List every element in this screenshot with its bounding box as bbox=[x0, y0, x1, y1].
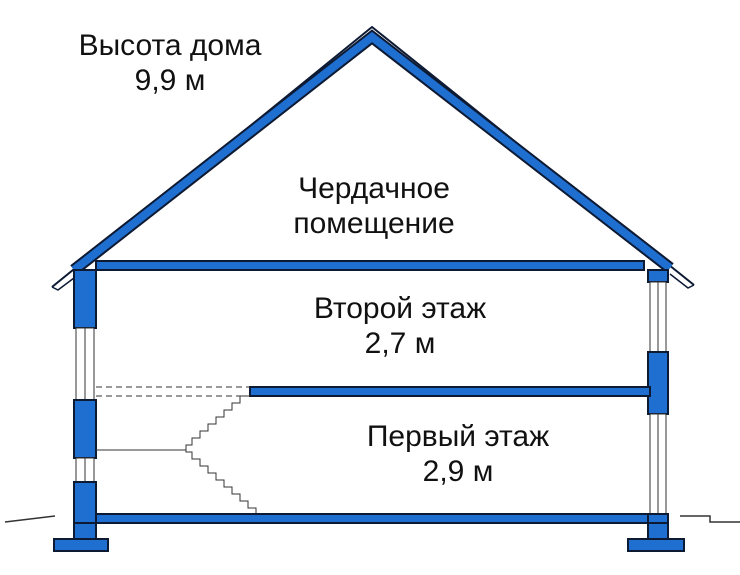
attic-label-line2: помещение bbox=[293, 207, 454, 240]
house-height-title: Высота дома bbox=[79, 29, 262, 62]
ground-line bbox=[4, 515, 740, 523]
house-height-value: 9,9 м bbox=[135, 64, 206, 97]
left-foundation-footing bbox=[53, 538, 109, 552]
second-floor-height: 2,7 м bbox=[365, 327, 436, 360]
second-floor-slab bbox=[249, 386, 651, 397]
roof-eave-left bbox=[51, 277, 75, 291]
first-floor-label: Первый этаж bbox=[367, 420, 549, 453]
ground-floor-slab bbox=[95, 513, 649, 524]
stair-opening-dashed bbox=[96, 386, 250, 397]
staircase bbox=[185, 395, 262, 515]
attic-label-line1: Чердачное bbox=[298, 172, 450, 205]
right-wall-top-cap bbox=[647, 269, 669, 283]
right-wall-middle-segment bbox=[647, 351, 669, 415]
left-wall-middle-segment bbox=[73, 399, 97, 459]
left-foundation-pier bbox=[73, 522, 97, 540]
right-foundation-footing bbox=[627, 538, 685, 552]
roof-eave-right bbox=[669, 273, 695, 289]
attic-floor-slab bbox=[95, 260, 645, 271]
roof-rafters-fill bbox=[71, 31, 673, 274]
right-foundation-pier bbox=[647, 522, 669, 540]
first-floor-height: 2,9 м bbox=[423, 455, 494, 488]
left-wall-top-segment bbox=[73, 269, 97, 329]
second-floor-label: Второй этаж bbox=[314, 292, 486, 325]
